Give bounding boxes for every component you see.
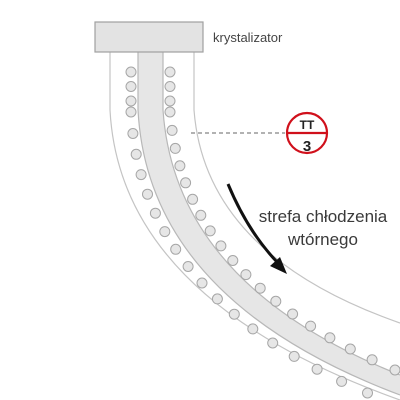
roller-inner: [389, 364, 400, 376]
roller-inner: [305, 320, 317, 332]
roller-outer: [196, 277, 208, 289]
strand-slab-outline: [137, 52, 400, 396]
crystallizer-label: krystalizator: [213, 30, 283, 45]
crystallizer-mould-outline: [94, 21, 204, 53]
roller-outer: [159, 226, 171, 238]
roller-outer: [127, 128, 139, 139]
roller-inner: [270, 295, 282, 307]
flow-direction-arrowhead: [270, 257, 287, 274]
temperature-transmitter-tt3: TT 3: [285, 111, 329, 155]
zone-label-line-1: strefa chłodzenia: [259, 207, 388, 226]
roller-inner: [240, 269, 252, 281]
roller-inner: [164, 81, 176, 92]
roller-inner: [180, 177, 192, 189]
outer-guide-line-right: [193, 52, 400, 324]
roller-inner: [169, 142, 181, 154]
roller-outer: [336, 375, 348, 387]
roller-inner: [366, 354, 378, 366]
flow-direction-arrow: [226, 183, 280, 265]
roller-inner: [174, 160, 186, 172]
strand-slab: [138, 52, 400, 395]
roller-outer: [125, 81, 137, 92]
roller-inner: [254, 282, 266, 294]
roller-inner: [164, 106, 176, 118]
tt-number: 3: [303, 138, 311, 155]
roller-inner: [324, 332, 336, 344]
roller-group: [125, 66, 400, 399]
outer-guide-line-left: [109, 52, 400, 400]
roller-outer: [125, 106, 137, 118]
roller-inner: [164, 66, 176, 78]
roller-inner: [187, 193, 199, 205]
roller-outer: [142, 188, 153, 200]
roller-inner: [227, 255, 239, 266]
roller-outer: [288, 350, 300, 362]
roller-outer: [125, 95, 137, 107]
roller-inner: [195, 209, 207, 221]
roller-outer: [267, 337, 279, 349]
roller-inner: [215, 240, 227, 252]
zone-label-line-2: wtórnego: [287, 230, 358, 249]
roller-outer: [247, 323, 259, 335]
roller-inner: [166, 124, 178, 136]
roller-outer: [211, 293, 223, 305]
roller-inner: [287, 308, 299, 320]
roller-inner: [164, 95, 176, 107]
roller-outer: [170, 243, 182, 255]
crystallizer-mould: [95, 22, 203, 52]
roller-inner: [204, 225, 216, 237]
roller-outer: [130, 148, 142, 160]
roller-outer: [228, 308, 240, 320]
roller-outer: [182, 261, 194, 272]
roller-outer: [362, 387, 373, 399]
roller-inner: [344, 343, 356, 355]
roller-outer: [311, 363, 323, 375]
roller-outer: [135, 169, 147, 181]
tt-code: TT: [300, 118, 315, 132]
roller-outer: [149, 207, 161, 219]
roller-outer: [125, 66, 137, 78]
